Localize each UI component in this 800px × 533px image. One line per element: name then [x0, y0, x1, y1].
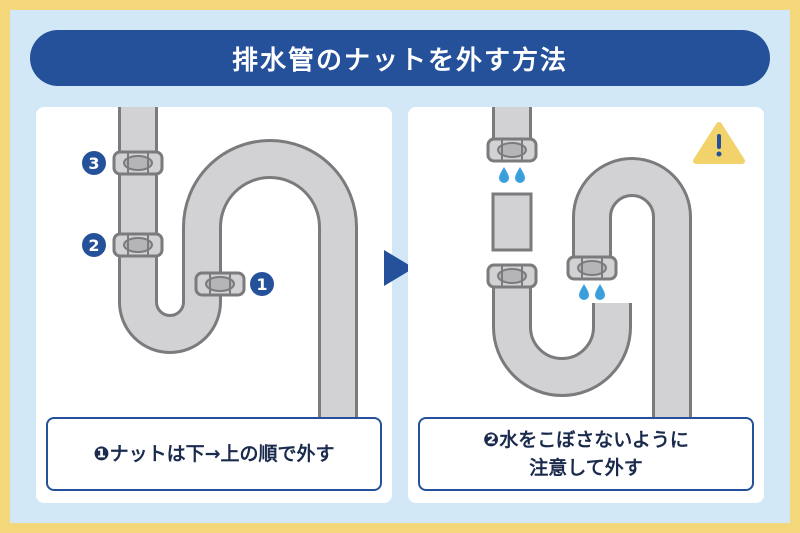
marker-3-label: 3	[88, 154, 99, 173]
nut-1	[194, 271, 246, 297]
detached-pipe-diagram	[486, 107, 745, 417]
marker-2-label: 2	[88, 236, 99, 255]
nut-lower-left	[486, 263, 538, 289]
marker-1: 1	[250, 272, 274, 296]
detached-pipe-segment	[491, 192, 533, 252]
left-panel: 3 2 1 ❶ナットは下→上の順で外す	[36, 107, 392, 503]
left-caption-line-1: ❶ナットは下→上の順で外す	[93, 442, 335, 465]
pipe-body	[121, 107, 355, 417]
trap-pipe-diagram: 3 2 1	[82, 107, 358, 417]
nut-top	[486, 137, 538, 163]
water-drops-top	[499, 167, 525, 183]
left-caption: ❶ナットは下→上の順で外す	[46, 417, 382, 491]
right-caption: ❷水をこぼさないように 注意して外す	[418, 417, 754, 491]
right-panel: ❷水をこぼさないように 注意して外す	[408, 107, 764, 503]
warning-icon	[693, 122, 745, 164]
page-title-text: 排水管のナットを外す方法	[231, 45, 568, 76]
right-caption-line-2: 注意して外す	[529, 457, 643, 479]
water-drops-middle	[579, 284, 605, 300]
marker-3: 3	[82, 151, 106, 175]
marker-1-label: 1	[256, 275, 267, 294]
marker-2: 2	[82, 233, 106, 257]
nut-2	[112, 232, 164, 258]
nut-middle	[566, 255, 618, 281]
page-title: 排水管のナットを外す方法	[30, 30, 770, 86]
arch-body	[575, 160, 689, 417]
right-caption-line-1: ❷水をこぼさないように	[483, 428, 689, 451]
nut-3	[112, 150, 164, 176]
trap-body	[495, 267, 629, 394]
